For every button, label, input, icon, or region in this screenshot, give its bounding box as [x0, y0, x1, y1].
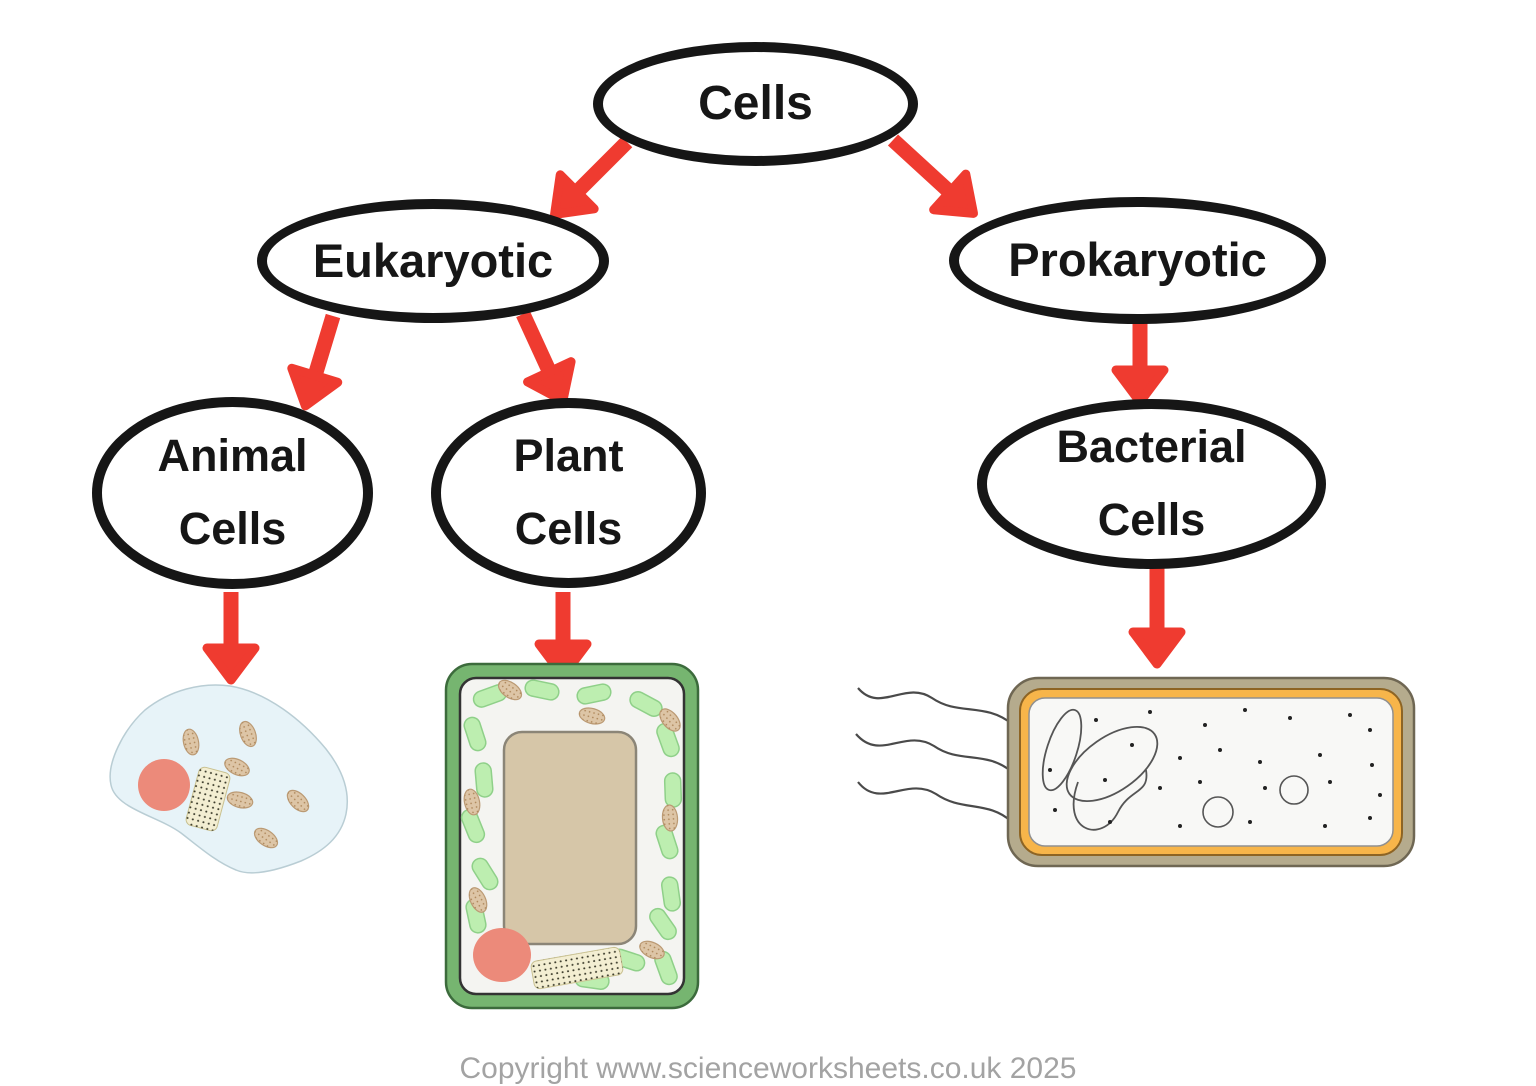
bacterial-nucleoid: [1041, 708, 1159, 831]
node-cells-label: Cells: [698, 77, 813, 131]
plant-cell-nucleus: [473, 928, 531, 982]
plant-cell-illustration: [444, 662, 700, 1010]
node-prokaryotic: Prokaryotic: [949, 197, 1326, 324]
bacterial-flagella: [855, 687, 1013, 823]
node-plant-cells: Plant Cells: [431, 398, 706, 588]
node-eukaryotic: Eukaryotic: [257, 199, 609, 323]
arrow-prokaryotic-to-bacterial: [1111, 314, 1169, 407]
bacterial-plasmid: [1279, 775, 1309, 805]
bacterial-cytoplasm: [1028, 697, 1394, 847]
animal-cell-nucleus: [138, 759, 190, 811]
node-cells: Cells: [593, 42, 918, 166]
animal-cell-golgi: [185, 766, 231, 832]
node-animal-cells-label: Animal Cells: [157, 430, 308, 554]
plant-cell-golgi: [530, 946, 624, 990]
arrow-cells-to-prokaryotic: [887, 134, 978, 218]
node-bacterial-cells: Bacterial Cells: [977, 399, 1326, 569]
arrow-plant-to-illustration: [534, 592, 592, 681]
node-plant-cells-label: Plant Cells: [513, 430, 624, 554]
animal-cell-illustration: [109, 684, 348, 874]
bacterial-plasmid: [1202, 796, 1234, 828]
node-prokaryotic-label: Prokaryotic: [1008, 233, 1267, 287]
bacterial-ribosome-dots: [1048, 708, 1382, 828]
arrow-bacterial-to-illustration: [1128, 568, 1186, 669]
arrow-eukaryotic-to-plant: [516, 310, 576, 406]
node-animal-cells: Animal Cells: [92, 397, 373, 589]
arrow-eukaryotic-to-animal: [287, 313, 343, 411]
arrow-cells-to-eukaryotic: [550, 136, 633, 219]
arrow-animal-to-illustration: [202, 592, 260, 685]
copyright-text: Copyright www.scienceworksheets.co.uk 20…: [459, 1052, 1077, 1085]
node-bacterial-cells-label: Bacterial Cells: [1056, 421, 1247, 545]
bacterial-cell-illustration: [855, 676, 1416, 868]
node-eukaryotic-label: Eukaryotic: [312, 233, 554, 287]
plant-cell-vacuole: [502, 730, 638, 946]
